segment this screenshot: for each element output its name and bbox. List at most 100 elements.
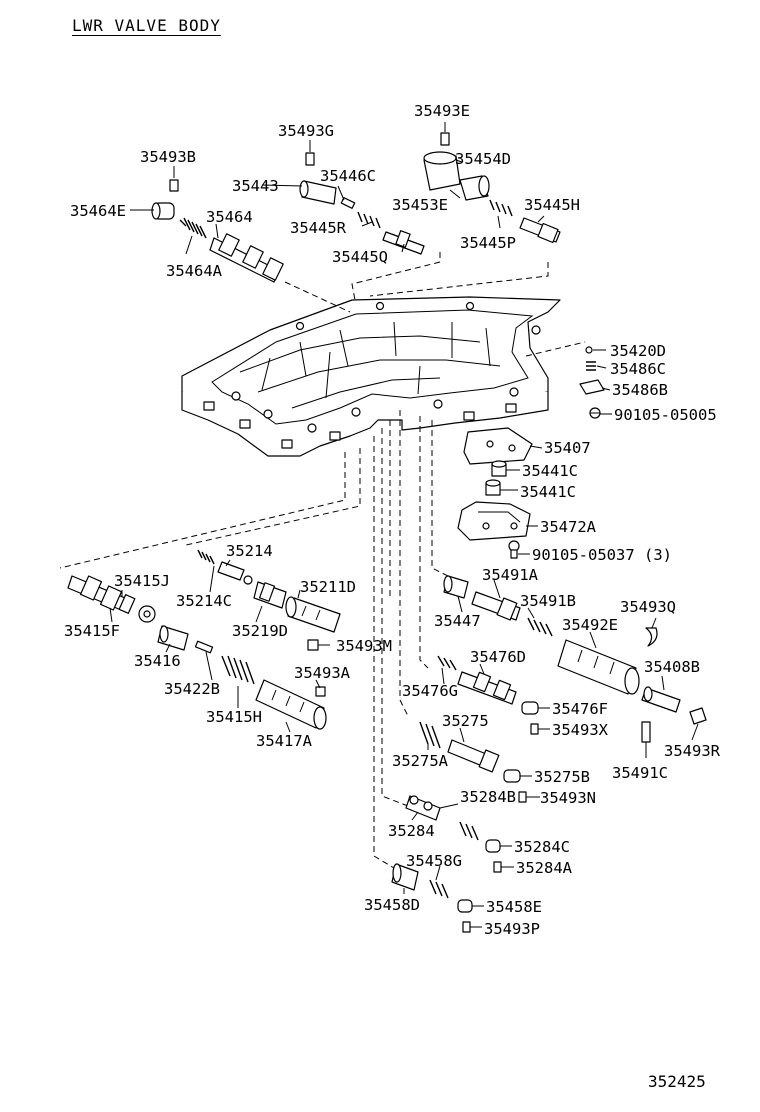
assembly-lines (59, 252, 586, 869)
label-35458G: 35458G (406, 852, 462, 870)
part-35214C (197, 549, 215, 565)
label-35415F: 35415F (64, 622, 120, 640)
part-labels: 35493E 35493G 35454D 35493B 35443 35446C… (64, 102, 721, 938)
part-35415J (138, 605, 156, 623)
part-35493A (315, 686, 326, 697)
label-35472A: 35472A (540, 518, 597, 536)
label-35446C: 35446C (320, 167, 376, 185)
part-35416 (157, 625, 189, 651)
label-35493A: 35493A (294, 664, 351, 682)
part-35422B (194, 640, 214, 654)
label-35417A: 35417A (256, 732, 313, 750)
part-35458D (391, 863, 419, 891)
part-35441C-b (485, 479, 501, 496)
part-35407 (463, 427, 533, 465)
part-35493B (169, 179, 179, 192)
label-35422B: 35422B (164, 680, 220, 698)
valve-body-casting (181, 296, 561, 457)
label-35416: 35416 (134, 652, 181, 670)
part-35453E (423, 151, 461, 191)
part-35464A (179, 217, 207, 239)
label-35493P: 35493P (484, 920, 540, 938)
diagram-title: LWR VALVE BODY (72, 16, 221, 35)
part-35415H (221, 655, 255, 685)
label-35493B: 35493B (140, 148, 196, 166)
part-35476D (457, 671, 517, 705)
label-35493R: 35493R (664, 742, 721, 760)
label-35493N: 35493N (540, 789, 596, 807)
label-35415J: 35415J (114, 572, 170, 590)
part-35493E (440, 132, 450, 146)
label-35211D: 35211D (300, 578, 356, 596)
label-35493G: 35493G (278, 122, 334, 140)
part-35486B (579, 379, 605, 395)
label-35476G: 35476G (402, 682, 458, 700)
part-35491A (471, 591, 521, 621)
part-35454D (459, 175, 490, 201)
part-35284B (459, 821, 479, 841)
part-35464E (151, 202, 175, 220)
part-35284 (405, 795, 441, 821)
part-35458E (457, 899, 473, 913)
part-35415F (67, 575, 136, 614)
label-35443: 35443 (232, 177, 279, 195)
part-35214 (217, 561, 253, 585)
label-35491C: 35491C (612, 764, 668, 782)
part-35441C-a (491, 460, 507, 477)
label-35486B: 35486B (612, 381, 668, 399)
part-35491C (641, 721, 651, 743)
label-90105-05005: 90105-05005 (614, 406, 717, 424)
part-35493X (530, 723, 539, 735)
label-35454D: 35454D (455, 150, 511, 168)
label-35445R: 35445R (290, 219, 347, 237)
part-35284A (493, 861, 502, 873)
label-35491A: 35491A (482, 566, 539, 584)
label-35464A: 35464A (166, 262, 223, 280)
label-35275: 35275 (442, 712, 489, 730)
label-35458E: 35458E (486, 898, 542, 916)
part-35446C (340, 197, 356, 209)
label-35486C: 35486C (610, 360, 666, 378)
part-35417A (255, 679, 327, 730)
part-35219D (253, 581, 287, 609)
label-35447: 35447 (434, 612, 481, 630)
label-35284A: 35284A (516, 859, 573, 877)
part-35493Q (645, 627, 658, 647)
label-35407: 35407 (544, 439, 591, 457)
part-35493M (307, 639, 319, 651)
label-35219D: 35219D (232, 622, 288, 640)
figure-number: 352425 (648, 1072, 706, 1091)
label-35464: 35464 (206, 208, 253, 226)
label-35284C: 35284C (514, 838, 570, 856)
label-35275B: 35275B (534, 768, 590, 786)
label-35476F: 35476F (552, 700, 608, 718)
part-35486C (586, 361, 596, 371)
part-35447 (443, 575, 469, 599)
label-35214C: 35214C (176, 592, 232, 610)
part-35445H (519, 217, 561, 244)
leader-lines (109, 122, 699, 928)
label-35284B: 35284B (460, 788, 516, 806)
label-35493X: 35493X (552, 721, 609, 739)
part-90105-05005 (589, 407, 601, 419)
part-35493N (518, 791, 527, 803)
part-35275A (419, 721, 441, 749)
part-35464 (209, 233, 284, 283)
part-35408B (641, 686, 681, 713)
part-35211D (285, 596, 341, 633)
part-35491B (527, 617, 553, 637)
label-35453E: 35453E (392, 196, 448, 214)
part-35458G (429, 879, 449, 899)
label-90105-05037: 90105-05037 (3) (532, 546, 672, 564)
label-35275A: 35275A (392, 752, 449, 770)
part-35445R (357, 211, 381, 229)
label-35415H: 35415H (206, 708, 262, 726)
part-35284C (485, 839, 501, 853)
label-35441C-b: 35441C (520, 483, 576, 501)
label-35284: 35284 (388, 822, 435, 840)
part-35476F (521, 701, 539, 715)
label-35445P: 35445P (460, 234, 516, 252)
label-35493Q: 35493Q (620, 598, 676, 616)
label-35492E: 35492E (562, 616, 618, 634)
